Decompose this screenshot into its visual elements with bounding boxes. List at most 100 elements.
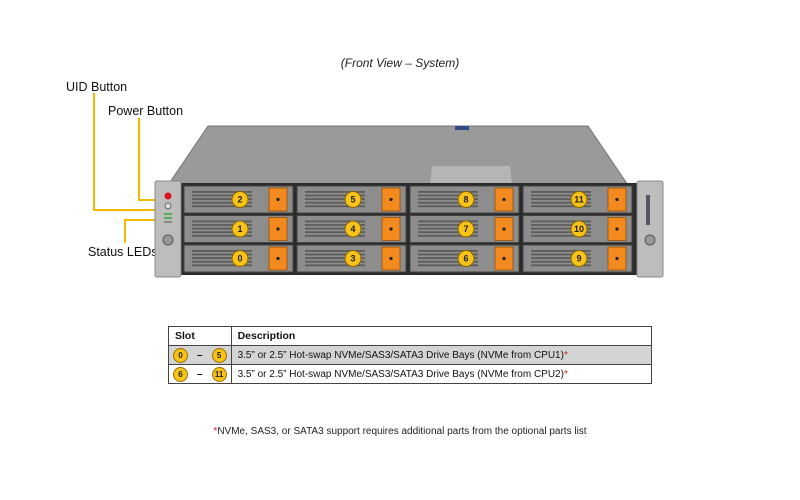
tray-vent [192,260,252,263]
rack-screw [162,234,174,246]
figure-caption: (Front View – System) [340,56,460,70]
tray-vent [418,264,478,267]
tray-vent [418,260,478,263]
drive-bay[interactable]: 0 [183,244,294,273]
bay-number-label: 4 [350,224,355,234]
tray-vent [531,257,591,259]
tray-vent [418,191,478,193]
tray-vent [418,231,478,234]
drive-bay[interactable]: 3 [296,244,407,273]
bay-number-badge [570,220,588,238]
slot-header: Slot [168,326,232,346]
tray-vent [305,191,365,193]
tray-vent [192,191,252,193]
bay-number-badge [457,191,475,208]
tray-vent [531,191,591,193]
drive-bay[interactable]: 8 [409,185,520,214]
power-callout-line [138,118,160,201]
tray-vent [192,257,252,259]
slot-badge: 6 [173,366,188,382]
tray-vent [305,264,365,267]
tray-vent [531,264,591,267]
tray-vent [418,198,478,200]
tray-vent [192,198,252,200]
tray-vent [305,220,365,223]
slot-badge: 0 [173,347,188,363]
tray-vent [418,194,478,197]
tray-vent [305,253,365,256]
bay-number-badge [231,220,249,238]
tray-vent [531,231,591,234]
tray-led [615,197,619,202]
tray-vent [531,194,591,197]
tray-vent [418,201,478,204]
tray-vent [418,205,478,208]
drive-bay[interactable]: 10 [522,215,633,243]
tray-vent [305,194,365,197]
bay-number-label: 11 [574,195,584,205]
tray-vent [305,231,365,234]
tray-vent [531,234,591,237]
tray-led [276,197,280,202]
tray-vent [192,264,252,267]
bay-number-badge [344,220,362,238]
tray-vent [305,198,365,200]
tray-led [502,227,506,231]
tray-vent [305,227,365,230]
chassis-label-tab [455,126,469,130]
tray-vent [418,227,478,230]
leds-callout-line [124,219,160,243]
drive-bay[interactable]: 5 [296,185,407,214]
brand-label [646,195,650,225]
description-text: 3.5” or 2.5” Hot-swap NVMe/SAS3/SATA3 Dr… [237,349,564,361]
bay-number-badge [231,191,249,208]
footnote-mark: * [213,426,218,437]
chassis-top-vent [430,166,512,184]
right-rack-ear [636,180,664,278]
drive-bay[interactable]: 4 [296,215,407,243]
tray-vent [418,253,478,256]
left-rack-ear [154,180,182,278]
tray-vent [418,234,478,237]
drive-bay[interactable]: 2 [183,185,294,214]
tray-vent [418,224,478,226]
tray-led [276,256,280,261]
drive-bay[interactable]: 9 [522,244,633,273]
tray-vent [305,224,365,226]
bay-number-badge [570,191,588,208]
status-led [164,217,172,219]
bay-number-label: 8 [463,195,468,205]
uid-callout-line [93,93,160,211]
range-dash: – [197,349,203,361]
tray-led [502,256,506,261]
bay-number-label: 0 [237,254,242,264]
drive-bay[interactable]: 6 [409,244,520,273]
rack-screw [644,234,656,246]
drive-bay[interactable]: 7 [409,215,520,243]
bay-number-label: 7 [463,224,468,234]
tray-vent [305,257,365,259]
bay-number-label: 2 [237,195,242,205]
tray-vent [531,227,591,230]
tray-vent [192,250,252,252]
tray-vent [531,250,591,252]
table-header-row: Slot Description [168,326,653,346]
description-cell: 3.5” or 2.5” Hot-swap NVMe/SAS3/SATA3 Dr… [230,364,653,384]
footnote: *NVMe, SAS3, or SATA3 support requires a… [0,426,800,437]
tray-vent [531,224,591,226]
chassis-top [167,125,629,186]
tray-vent [531,220,591,223]
callout-lines [93,93,160,243]
tray-vent [192,194,252,197]
tray-led [389,227,393,231]
tray-vent [418,250,478,252]
tray-led [389,197,393,202]
status-led [164,221,172,223]
slot-range-cell: 0 – 5 [168,345,232,365]
uid-button-label: UID Button [66,80,128,94]
table-row: 6 – 11 3.5” or 2.5” Hot-swap NVMe/SAS3/S… [168,364,653,384]
tray-led [615,256,619,261]
bay-number-label: 10 [574,224,584,234]
drive-bay[interactable]: 1 [183,215,294,243]
drive-bay[interactable]: 11 [522,185,633,214]
